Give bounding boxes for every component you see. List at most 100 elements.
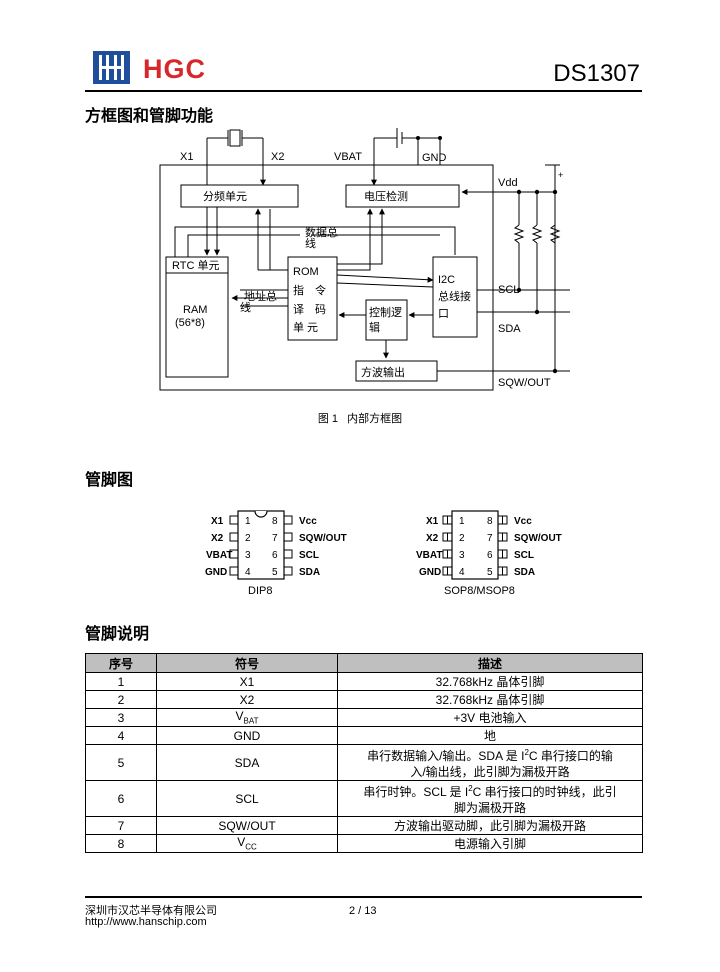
sop-num-3: 3 — [459, 550, 465, 561]
symbol-sub: CC — [245, 842, 257, 852]
dip-num-7: 7 — [272, 533, 278, 544]
symbol-main: V — [235, 709, 244, 724]
dip-num-1: 1 — [245, 516, 251, 527]
pin-table: 序号 符号 描述 1 X1 32.768kHz 晶体引脚 2 X2 32.768… — [85, 653, 643, 853]
cell-no: 7 — [85, 816, 157, 835]
symbol-main: V — [237, 835, 246, 850]
cell-description: +3V 电池输入 — [337, 708, 643, 727]
block-rom-2: 指 令 — [293, 283, 326, 297]
block-voltage-detect: 电压检测 — [364, 189, 408, 203]
footer-rule — [85, 896, 642, 898]
cell-no: 8 — [85, 834, 157, 853]
block-ctrl-1: 控制逻 — [369, 305, 402, 319]
block-i2c-3: 口 — [438, 308, 449, 320]
footer-page-number: 2 / 13 — [349, 905, 377, 917]
label-scl: SCL — [498, 284, 519, 296]
label-vbat: VBAT — [334, 151, 362, 163]
hgc-logo-icon — [93, 51, 130, 84]
dip-pin-stub — [283, 515, 293, 525]
label-x1: X1 — [180, 151, 193, 163]
sop-num-7: 7 — [487, 533, 493, 544]
dip-pin-x1: X1 — [211, 516, 224, 527]
cell-description: 方波输出驱动脚，此引脚为漏极开路 — [337, 816, 643, 835]
dip-pin-scl: SCL — [299, 550, 319, 561]
desc-part: 入/输出线，此引脚为漏极开路 — [410, 765, 570, 779]
dip-pin-vcc: Vcc — [299, 516, 317, 527]
sop-num-8: 8 — [487, 516, 493, 527]
block-square-wave: 方波输出 — [361, 365, 405, 379]
table-row: 2 X2 32.768kHz 晶体引脚 — [85, 690, 643, 709]
sop-num-2: 2 — [459, 533, 465, 544]
cell-symbol: X2 — [156, 690, 338, 709]
dip-pin-stub — [229, 566, 239, 576]
symbol-sub: BAT — [243, 716, 259, 726]
sop-num-4: 4 — [459, 567, 465, 578]
desc-part: C 串行接口的输 — [528, 749, 613, 763]
cell-description: 地 — [337, 726, 643, 745]
label-data-bus-2: 线 — [305, 236, 316, 250]
sop-label: SOP8/MSOP8 — [444, 585, 515, 597]
dip-pin-stub — [229, 549, 239, 559]
label-addr-bus-1: 地址总 — [244, 289, 277, 303]
cell-no: 6 — [85, 780, 157, 817]
cell-symbol: X1 — [156, 672, 338, 691]
section-title-pinout: 管脚图 — [85, 472, 134, 489]
block-ctrl-2: 辑 — [369, 320, 380, 334]
table-row: 4 GND 地 — [85, 726, 643, 745]
dip-pin-sda: SDA — [299, 567, 320, 578]
footer-url[interactable]: http://www.hanschip.com — [85, 916, 207, 928]
header-no: 序号 — [85, 653, 157, 673]
desc-part: 串行时钟。SCL 是 I — [363, 785, 469, 799]
dip-pin-stub — [283, 566, 293, 576]
block-diagram: X1 X2 VBAT GND Vdd + 分频单元 电压检测 数据总 线 RTC… — [159, 128, 570, 391]
block-rtc: RTC 单元 — [172, 259, 219, 272]
cell-description: 32.768kHz 晶体引脚 — [337, 672, 643, 691]
dip-pin-stub — [283, 532, 293, 542]
figure-caption: 图 1 内部方框图 — [0, 410, 720, 426]
table-row: 7 SQW/OUT 方波输出驱动脚，此引脚为漏极开路 — [85, 816, 643, 835]
dip-num-6: 6 — [272, 550, 278, 561]
dip-num-8: 8 — [272, 516, 278, 527]
cell-no: 3 — [85, 708, 157, 727]
table-row: 5 SDA 串行数据输入/输出。SDA 是 I2C 串行接口的输入/输出线，此引… — [85, 744, 643, 781]
dip-pin-stub — [283, 549, 293, 559]
label-plus: + — [558, 170, 563, 180]
desc-part: 脚为漏极开路 — [453, 801, 526, 815]
cell-description: 串行时钟。SCL 是 I2C 串行接口的时钟线，此引脚为漏极开路 — [337, 780, 643, 817]
figure-title: 内部方框图 — [347, 413, 403, 425]
table-header-row: 序号 符号 描述 — [85, 653, 643, 673]
block-rom-3: 译 码 — [293, 303, 326, 316]
doc-title: DS1307 — [553, 60, 640, 87]
pinout-diagrams: X1 X2 VBAT GND Vcc SQW/OUT SCL SDA 1 2 3… — [205, 510, 562, 597]
cell-symbol: VBAT — [156, 708, 338, 727]
block-ram-1: RAM — [183, 304, 207, 316]
dip-pin-x2: X2 — [211, 533, 224, 544]
block-i2c-2: 总线接 — [438, 289, 471, 303]
sop-pin-x2: X2 — [426, 533, 439, 544]
block-divider: 分频单元 — [203, 189, 247, 203]
desc-part: 串行数据输入/输出。SDA 是 I — [367, 749, 525, 763]
dip-pin-stub — [229, 532, 239, 542]
cell-no: 2 — [85, 690, 157, 709]
label-addr-bus-2: 线 — [240, 300, 251, 314]
dip-num-5: 5 — [272, 567, 278, 578]
table-row: 6 SCL 串行时钟。SCL 是 I2C 串行接口的时钟线，此引脚为漏极开路 — [85, 780, 643, 817]
block-rom-4: 单 元 — [293, 321, 318, 334]
table-row: 8 VCC 电源输入引脚 — [85, 834, 643, 853]
sop-pin-gnd: GND — [419, 567, 441, 578]
dip-pin-gnd: GND — [205, 567, 227, 578]
sop-num-1: 1 — [459, 516, 465, 527]
cell-symbol: SDA — [156, 744, 338, 781]
cell-symbol: VCC — [156, 834, 338, 853]
desc-sup: 2 — [468, 784, 473, 793]
cell-symbol: GND — [156, 726, 338, 745]
desc-part: C 串行接口的时钟线，此引 — [472, 785, 617, 799]
dip-pin-vbat: VBAT — [206, 550, 232, 561]
label-sqw: SQW/OUT — [498, 377, 551, 389]
sop-pin-vcc: Vcc — [514, 516, 532, 527]
label-data-bus-1: 数据总 — [305, 225, 338, 239]
cell-symbol: SQW/OUT — [156, 816, 338, 835]
sop-pin-x1: X1 — [426, 516, 439, 527]
label-vdd: Vdd — [498, 177, 518, 189]
dip-num-3: 3 — [245, 550, 251, 561]
